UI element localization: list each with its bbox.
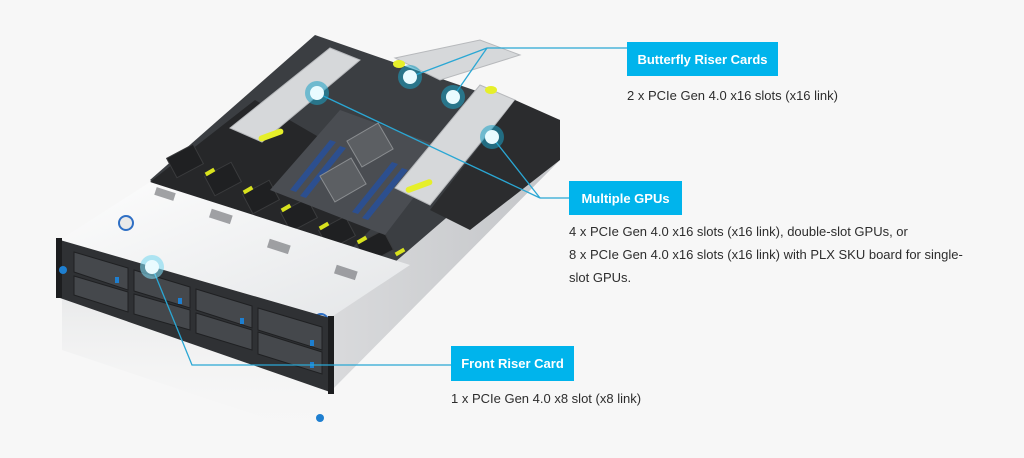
thumbscrew-left — [59, 266, 67, 274]
callout-title-butterfly-riser-cards: Butterfly Riser Cards — [627, 42, 778, 76]
leader-gpus-b — [491, 136, 541, 199]
rack-ear-right — [328, 316, 334, 394]
cpu-socket-1 — [319, 157, 367, 203]
callout-title-multiple-gpus: Multiple GPUs — [569, 181, 682, 215]
leader-butterfly-a — [409, 47, 488, 78]
leader-front — [151, 266, 451, 366]
leader-gpus-a — [316, 92, 541, 199]
riser-brackets — [229, 39, 522, 206]
gpu-bay — [430, 100, 560, 230]
hotspot-butterfly-2[interactable] — [441, 85, 465, 109]
rack-ear-left — [56, 238, 62, 298]
hotspot-butterfly-1[interactable] — [398, 65, 422, 89]
thumbscrew-right — [316, 414, 324, 422]
lid-screw-1 — [118, 215, 134, 231]
callout-title-front-riser-card: Front Riser Card — [451, 346, 574, 381]
callout-description-multiple-gpus: 4 x PCIe Gen 4.0 x16 slots (x16 link), d… — [569, 220, 1009, 289]
hotspot-gpus-1[interactable] — [305, 81, 329, 105]
cpu-socket-2 — [346, 122, 394, 168]
description-line: 2 x PCIe Gen 4.0 x16 slots (x16 link) — [627, 88, 838, 103]
callout-description-front-riser-card: 1 x PCIe Gen 4.0 x8 slot (x8 link) — [451, 387, 751, 410]
description-line: 1 x PCIe Gen 4.0 x8 slot (x8 link) — [451, 391, 642, 406]
description-line: 4 x PCIe Gen 4.0 x16 slots (x16 link), d… — [569, 224, 908, 239]
hotspot-front[interactable] — [140, 255, 164, 279]
hotspot-gpus-2[interactable] — [480, 125, 504, 149]
riser-latches — [258, 60, 497, 193]
lid-vents — [154, 187, 358, 281]
callout-description-butterfly-riser-cards: 2 x PCIe Gen 4.0 x16 slots (x16 link) — [627, 84, 927, 107]
motherboard — [270, 110, 450, 235]
description-line: slot GPUs. — [569, 270, 632, 285]
description-line: 8 x PCIe Gen 4.0 x16 slots (x16 link) wi… — [569, 247, 963, 262]
drive-bays — [73, 251, 323, 375]
chassis-lid — [60, 182, 410, 318]
